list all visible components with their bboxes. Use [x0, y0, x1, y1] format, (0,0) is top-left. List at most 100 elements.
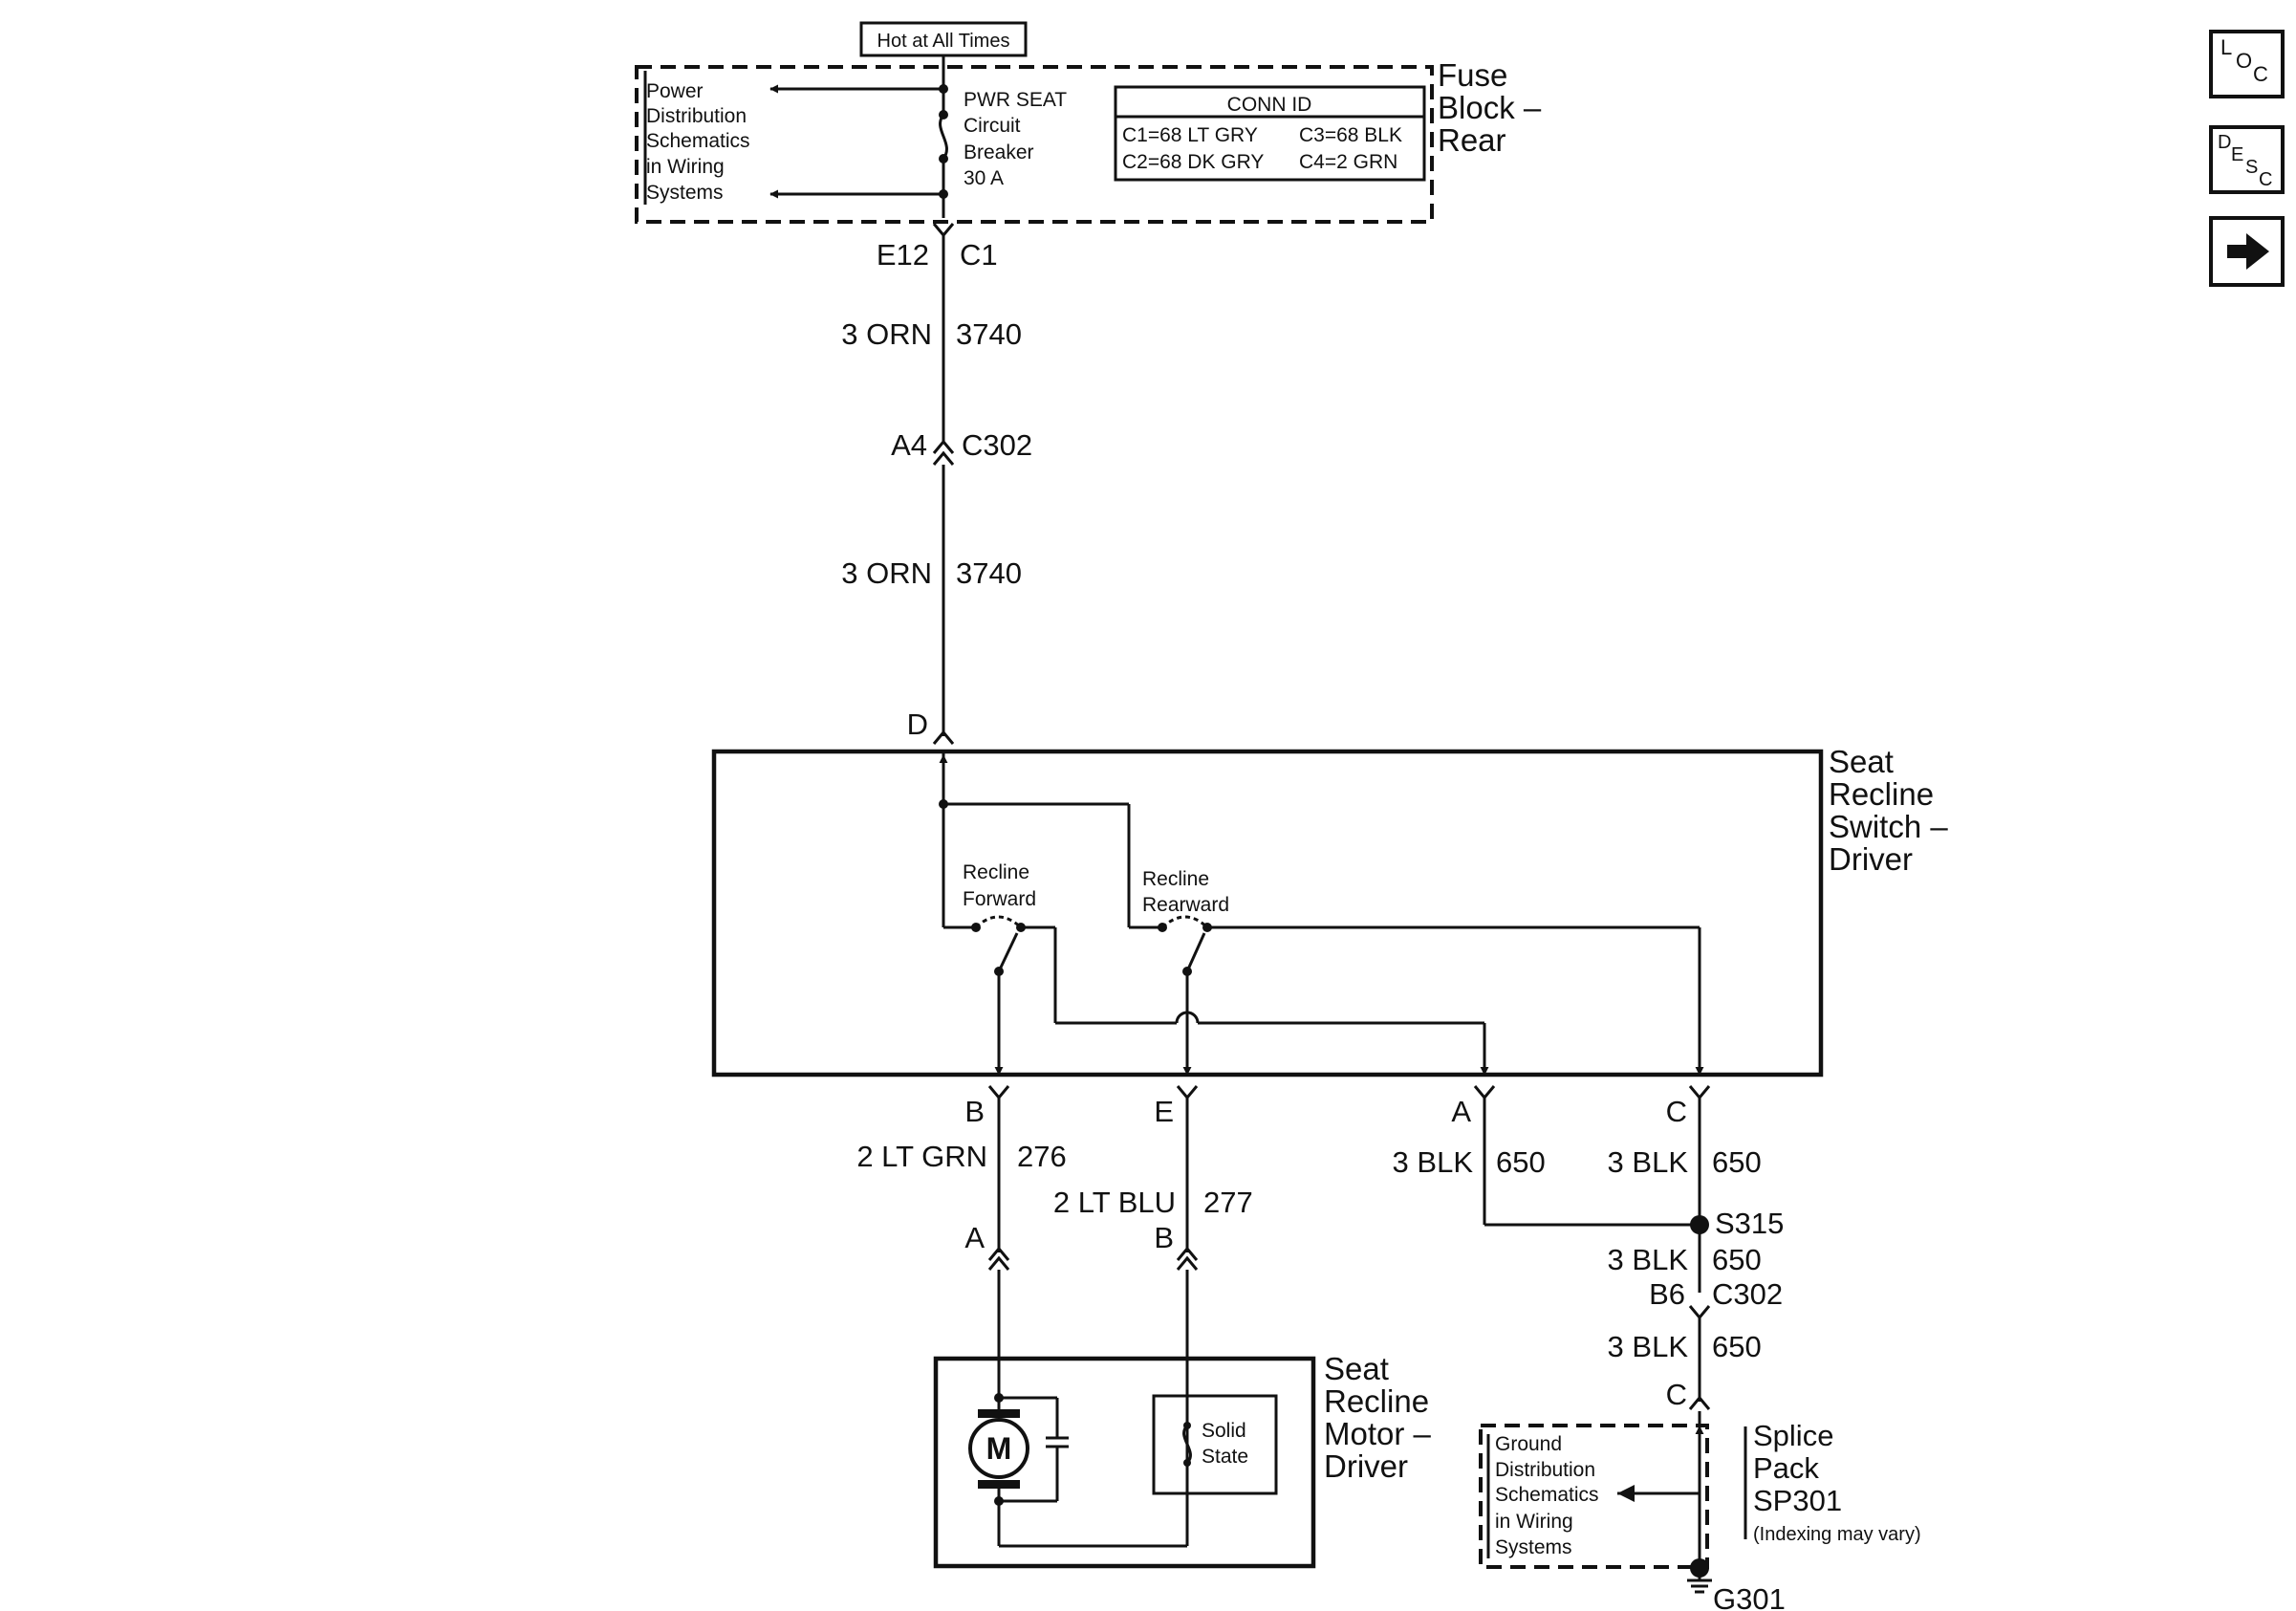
wire-color: 3 ORN [841, 556, 932, 590]
power-dist-line: Distribution [646, 105, 747, 127]
wire-color: 3 BLK [1393, 1145, 1474, 1179]
desc-letter: S [2245, 157, 2258, 178]
indexing-note: (Indexing may vary) [1753, 1524, 1921, 1545]
motor-pin-b: B [1154, 1221, 1174, 1254]
breaker-label-line: Breaker [964, 142, 1034, 163]
connector-c1: C1 [960, 238, 998, 272]
conn-id-c2: C2=68 DK GRY [1122, 151, 1264, 173]
splice-pack-line: Pack [1753, 1451, 1819, 1485]
ground-dist-line: Schematics [1495, 1484, 1599, 1506]
conn-id-c1: C1=68 LT GRY [1122, 124, 1258, 146]
wire-circuit: 650 [1712, 1145, 1762, 1179]
arrow-right-icon [2227, 233, 2269, 270]
pin-b: B [964, 1095, 985, 1128]
desc-button[interactable]: D E S C [2209, 125, 2285, 194]
recline-rearward-label: Recline [1142, 868, 1209, 890]
power-dist-line: Schematics [646, 130, 750, 152]
pin-c-splice: C [1666, 1378, 1687, 1411]
splice-pack-line: Splice [1753, 1419, 1833, 1452]
recline-forward-label: Recline [963, 861, 1029, 883]
wire-color: 3 ORN [841, 317, 932, 351]
motor-symbol: M [968, 1418, 1029, 1479]
ground-dist-arrow [1617, 1485, 1635, 1502]
fuse-block-title-line: Block – [1438, 90, 1542, 125]
power-distribution-reference: Power Distribution Schematics in Wiring … [646, 80, 750, 204]
switch-title-line: Switch – [1829, 809, 1948, 844]
switch-internal-wiring [939, 751, 1704, 1076]
switch-title-line: Driver [1829, 841, 1913, 877]
pin-e: E [1154, 1095, 1174, 1128]
conn-id-c3: C3=68 BLK [1299, 124, 1402, 146]
splice-pack-label: Splice Pack SP301 (Indexing may vary) [1753, 1419, 1921, 1545]
desc-letter: D [2218, 132, 2231, 153]
solid-state-module: Solid State [1152, 1394, 1278, 1495]
wire-circuit: 3740 [956, 317, 1022, 351]
wire-circuit: 277 [1203, 1186, 1253, 1219]
fuse-block-title-line: Fuse [1438, 57, 1507, 93]
breaker-label: PWR SEAT Circuit Breaker 30 A [964, 89, 1067, 189]
motor-title-line: Driver [1324, 1448, 1408, 1484]
pin-b6: B6 [1649, 1277, 1685, 1311]
conn-id-table: CONN ID C1=68 LT GRY C2=68 DK GRY C3=68 … [1114, 85, 1426, 182]
ground-g301-symbol [1687, 1558, 1712, 1594]
breaker-label-line: Circuit [964, 115, 1021, 137]
conn-id-title: CONN ID [1227, 94, 1312, 116]
loc-letter: L [2220, 35, 2232, 59]
ground-dist-line: Ground [1495, 1433, 1562, 1455]
recline-switch-outline [711, 749, 1824, 1078]
fuse-block-title-line: Rear [1438, 122, 1506, 158]
ground-g301-label: G301 [1713, 1582, 1786, 1611]
pin-c: C [1666, 1095, 1687, 1128]
splice-pack-line: SP301 [1753, 1484, 1842, 1517]
breaker-label-line: 30 A [964, 167, 1004, 189]
wire-circuit: 650 [1712, 1243, 1762, 1276]
recline-rearward-label: Rearward [1142, 894, 1229, 916]
circuit-breaker-symbol [939, 69, 948, 218]
hot-label: Hot at All Times [877, 31, 1010, 52]
wire-circuit: 650 [1496, 1145, 1546, 1179]
fuse-block-title: Fuse Block – Rear [1438, 57, 1542, 158]
loc-letter: C [2253, 62, 2268, 86]
hot-at-all-times-badge: Hot at All Times [859, 21, 1028, 57]
ground-dist-line: Distribution [1495, 1459, 1595, 1481]
splice-s315: S315 [1715, 1207, 1784, 1240]
connector-c302: C302 [962, 428, 1032, 462]
loc-letter: O [2236, 49, 2252, 73]
fuse-block-outline [635, 65, 1434, 224]
wire-circuit: 650 [1712, 1330, 1762, 1363]
next-page-button[interactable] [2209, 216, 2285, 287]
wire-circuit: 276 [1017, 1140, 1067, 1173]
wire-circuit: 3740 [956, 556, 1022, 590]
motor-title-line: Recline [1324, 1383, 1429, 1419]
desc-letter: E [2231, 144, 2243, 165]
wire-color: 3 BLK [1608, 1330, 1689, 1363]
connector-c302: C302 [1712, 1277, 1783, 1311]
output-wires [987, 1085, 1711, 1568]
motor-pin-a: A [964, 1221, 985, 1254]
power-dist-line: Power [646, 80, 704, 102]
pin-d: D [907, 708, 928, 741]
switch-title-line: Seat [1829, 744, 1894, 779]
wire-color: 2 LT GRN [856, 1140, 987, 1173]
splice-s315-dot [1690, 1215, 1709, 1234]
recline-motor-title: Seat Recline Motor – Driver [1324, 1351, 1432, 1484]
pin-e12: E12 [877, 238, 929, 272]
splice-pack-outline [1479, 1424, 1709, 1569]
ground-dist-line: in Wiring [1495, 1511, 1573, 1533]
pin-a4: A4 [891, 428, 927, 462]
solid-state-label: Solid [1202, 1420, 1246, 1442]
recline-switch-title: Seat Recline Switch – Driver [1829, 744, 1948, 877]
conn-id-c4: C4=2 GRN [1299, 151, 1397, 173]
breaker-label-line: PWR SEAT [964, 89, 1067, 111]
desc-letter: C [2259, 169, 2272, 190]
power-dist-line: in Wiring [646, 156, 725, 178]
loc-button[interactable]: L O C [2209, 30, 2285, 98]
ground-dist-line: Systems [1495, 1536, 1572, 1558]
motor-letter: M [986, 1431, 1012, 1466]
ground-distribution-reference: Ground Distribution Schematics in Wiring… [1495, 1433, 1599, 1558]
main-wire [932, 223, 955, 745]
wire-color: 2 LT BLU [1053, 1186, 1176, 1219]
recline-motor-outline [933, 1356, 1316, 1569]
wire-color: 3 BLK [1608, 1145, 1689, 1179]
power-dist-line: Systems [646, 182, 724, 204]
